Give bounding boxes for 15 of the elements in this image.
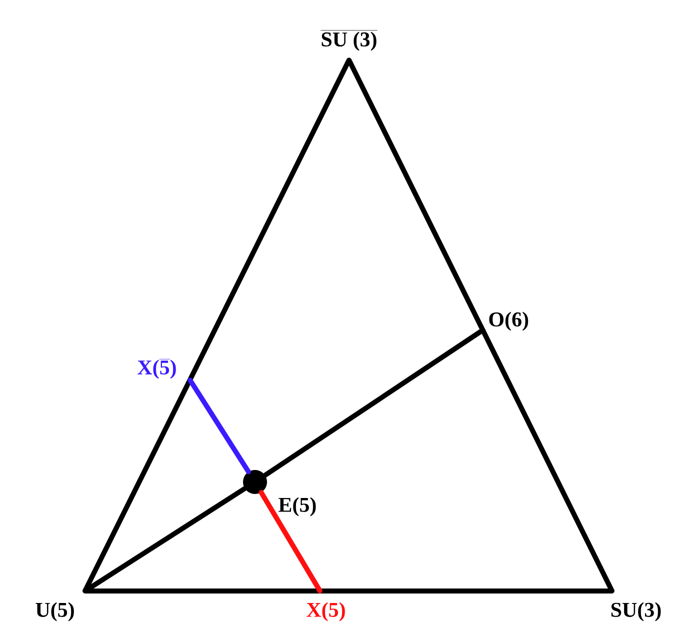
point-dot <box>243 470 267 494</box>
vertex-label: SU(3) <box>611 602 661 622</box>
line <box>82 588 614 594</box>
line <box>82 58 352 594</box>
vertex-label: O(6) <box>489 312 528 331</box>
vertex-label: U(5) <box>36 602 74 622</box>
line <box>262 328 486 478</box>
line <box>188 378 251 474</box>
line <box>258 490 322 594</box>
line <box>82 486 248 594</box>
line <box>346 58 614 594</box>
vertex-label: $\overline{\textbf{SU (3)}}$ <box>320 30 378 51</box>
vertex-label: $\textbf{X(}\overline{\textbf{5}}\textbf{)}$ <box>138 359 176 379</box>
point-label: E(5) <box>278 497 316 516</box>
vertex-label: X(5) <box>306 602 345 622</box>
